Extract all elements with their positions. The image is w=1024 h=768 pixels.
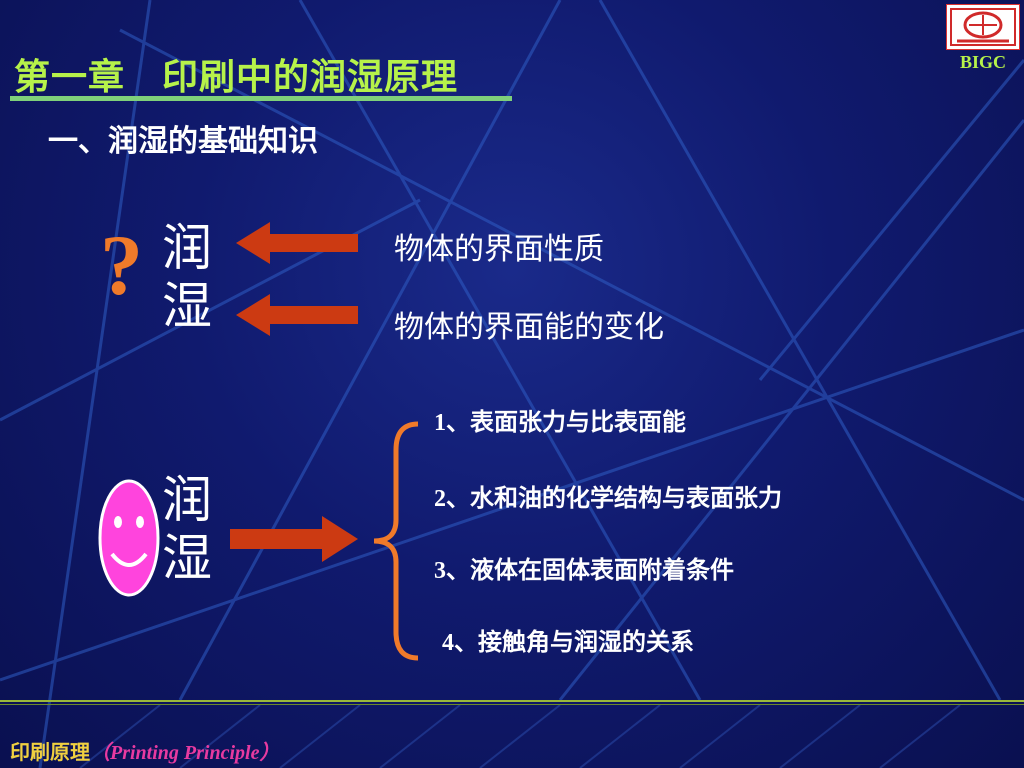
logo-emblem-icon [950,8,1016,46]
definition-interface-property: 物体的界面性质 [394,232,604,267]
wetting-char-2: 湿 [162,277,212,335]
wetting-char-1: 润 [162,471,212,529]
arrow-left-icon [236,222,358,264]
footer-divider-thin [0,704,1024,705]
chapter-title: 第一章 印刷中的润湿原理 [14,57,459,98]
footer-divider [0,700,1024,702]
list-item: 1、表面张力与比表面能 [434,408,686,436]
wetting-char-2: 湿 [162,529,212,587]
footer-course-name: 印刷原理（Printing Principle） [10,740,280,764]
logo-label: BIGC [960,52,1007,72]
list-item: 2、水和油的化学结构与表面张力 [434,484,782,512]
title-underline [10,96,512,101]
definition-interface-energy: 物体的界面能的变化 [394,310,664,345]
arrow-left-icon [236,294,358,336]
list-item: 4、接触角与润湿的关系 [442,628,694,656]
list-item: 3、液体在固体表面附着条件 [434,556,734,584]
arrow-right-icon [230,516,358,562]
curly-brace-icon [373,421,419,661]
question-mark-icon: ? [100,217,143,313]
section-heading: 一、润湿的基础知识 [48,124,318,159]
wetting-char-1: 润 [162,219,212,277]
bigc-logo [946,4,1020,50]
smiley-face-icon [98,479,160,597]
